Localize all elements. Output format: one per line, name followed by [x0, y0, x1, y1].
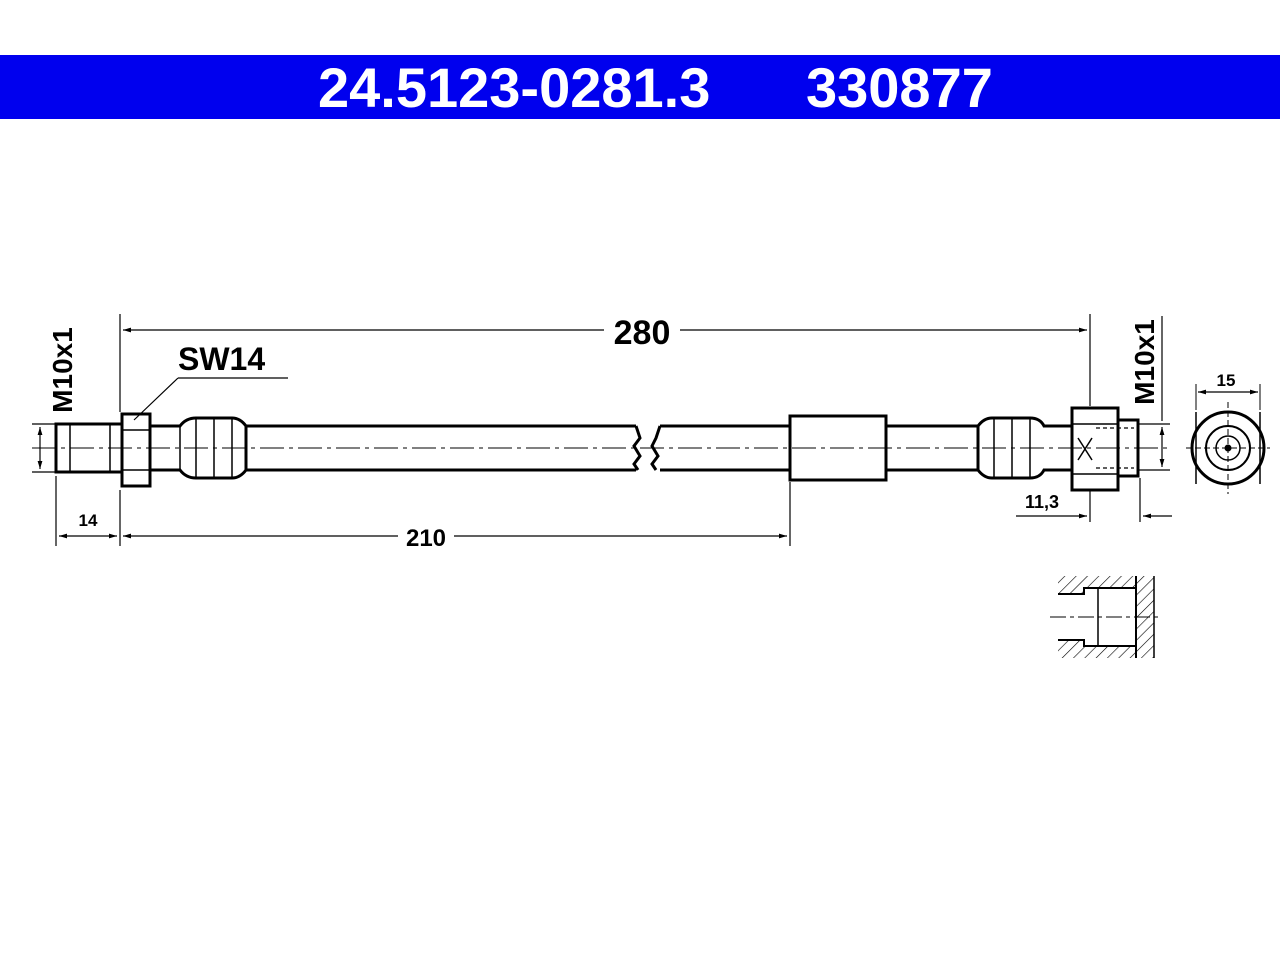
left-fitting [54, 412, 248, 488]
reference-number: 330877 [806, 56, 993, 119]
dimension-lines [32, 314, 1172, 546]
thread-spec-right-label: M10x1 [1129, 319, 1160, 405]
thread-spec-left-label: M10x1 [47, 327, 78, 413]
port-section-detail [1050, 576, 1160, 658]
overall-length-label: 280 [614, 314, 671, 352]
part-number: 24.5123-0281.3 [318, 56, 711, 119]
hose-body [246, 424, 978, 472]
end-depth-label: 11,3 [1025, 492, 1059, 512]
end-width-label: 15 [1217, 371, 1236, 390]
wrench-size-label: SW14 [178, 341, 265, 377]
thread-length-label: 14 [79, 511, 98, 530]
fitting-to-sleeve-label: 210 [406, 525, 446, 552]
right-fitting [976, 406, 1140, 492]
title-bar: 24.5123-0281.3 330877 [0, 55, 1280, 119]
end-view [1186, 384, 1270, 494]
